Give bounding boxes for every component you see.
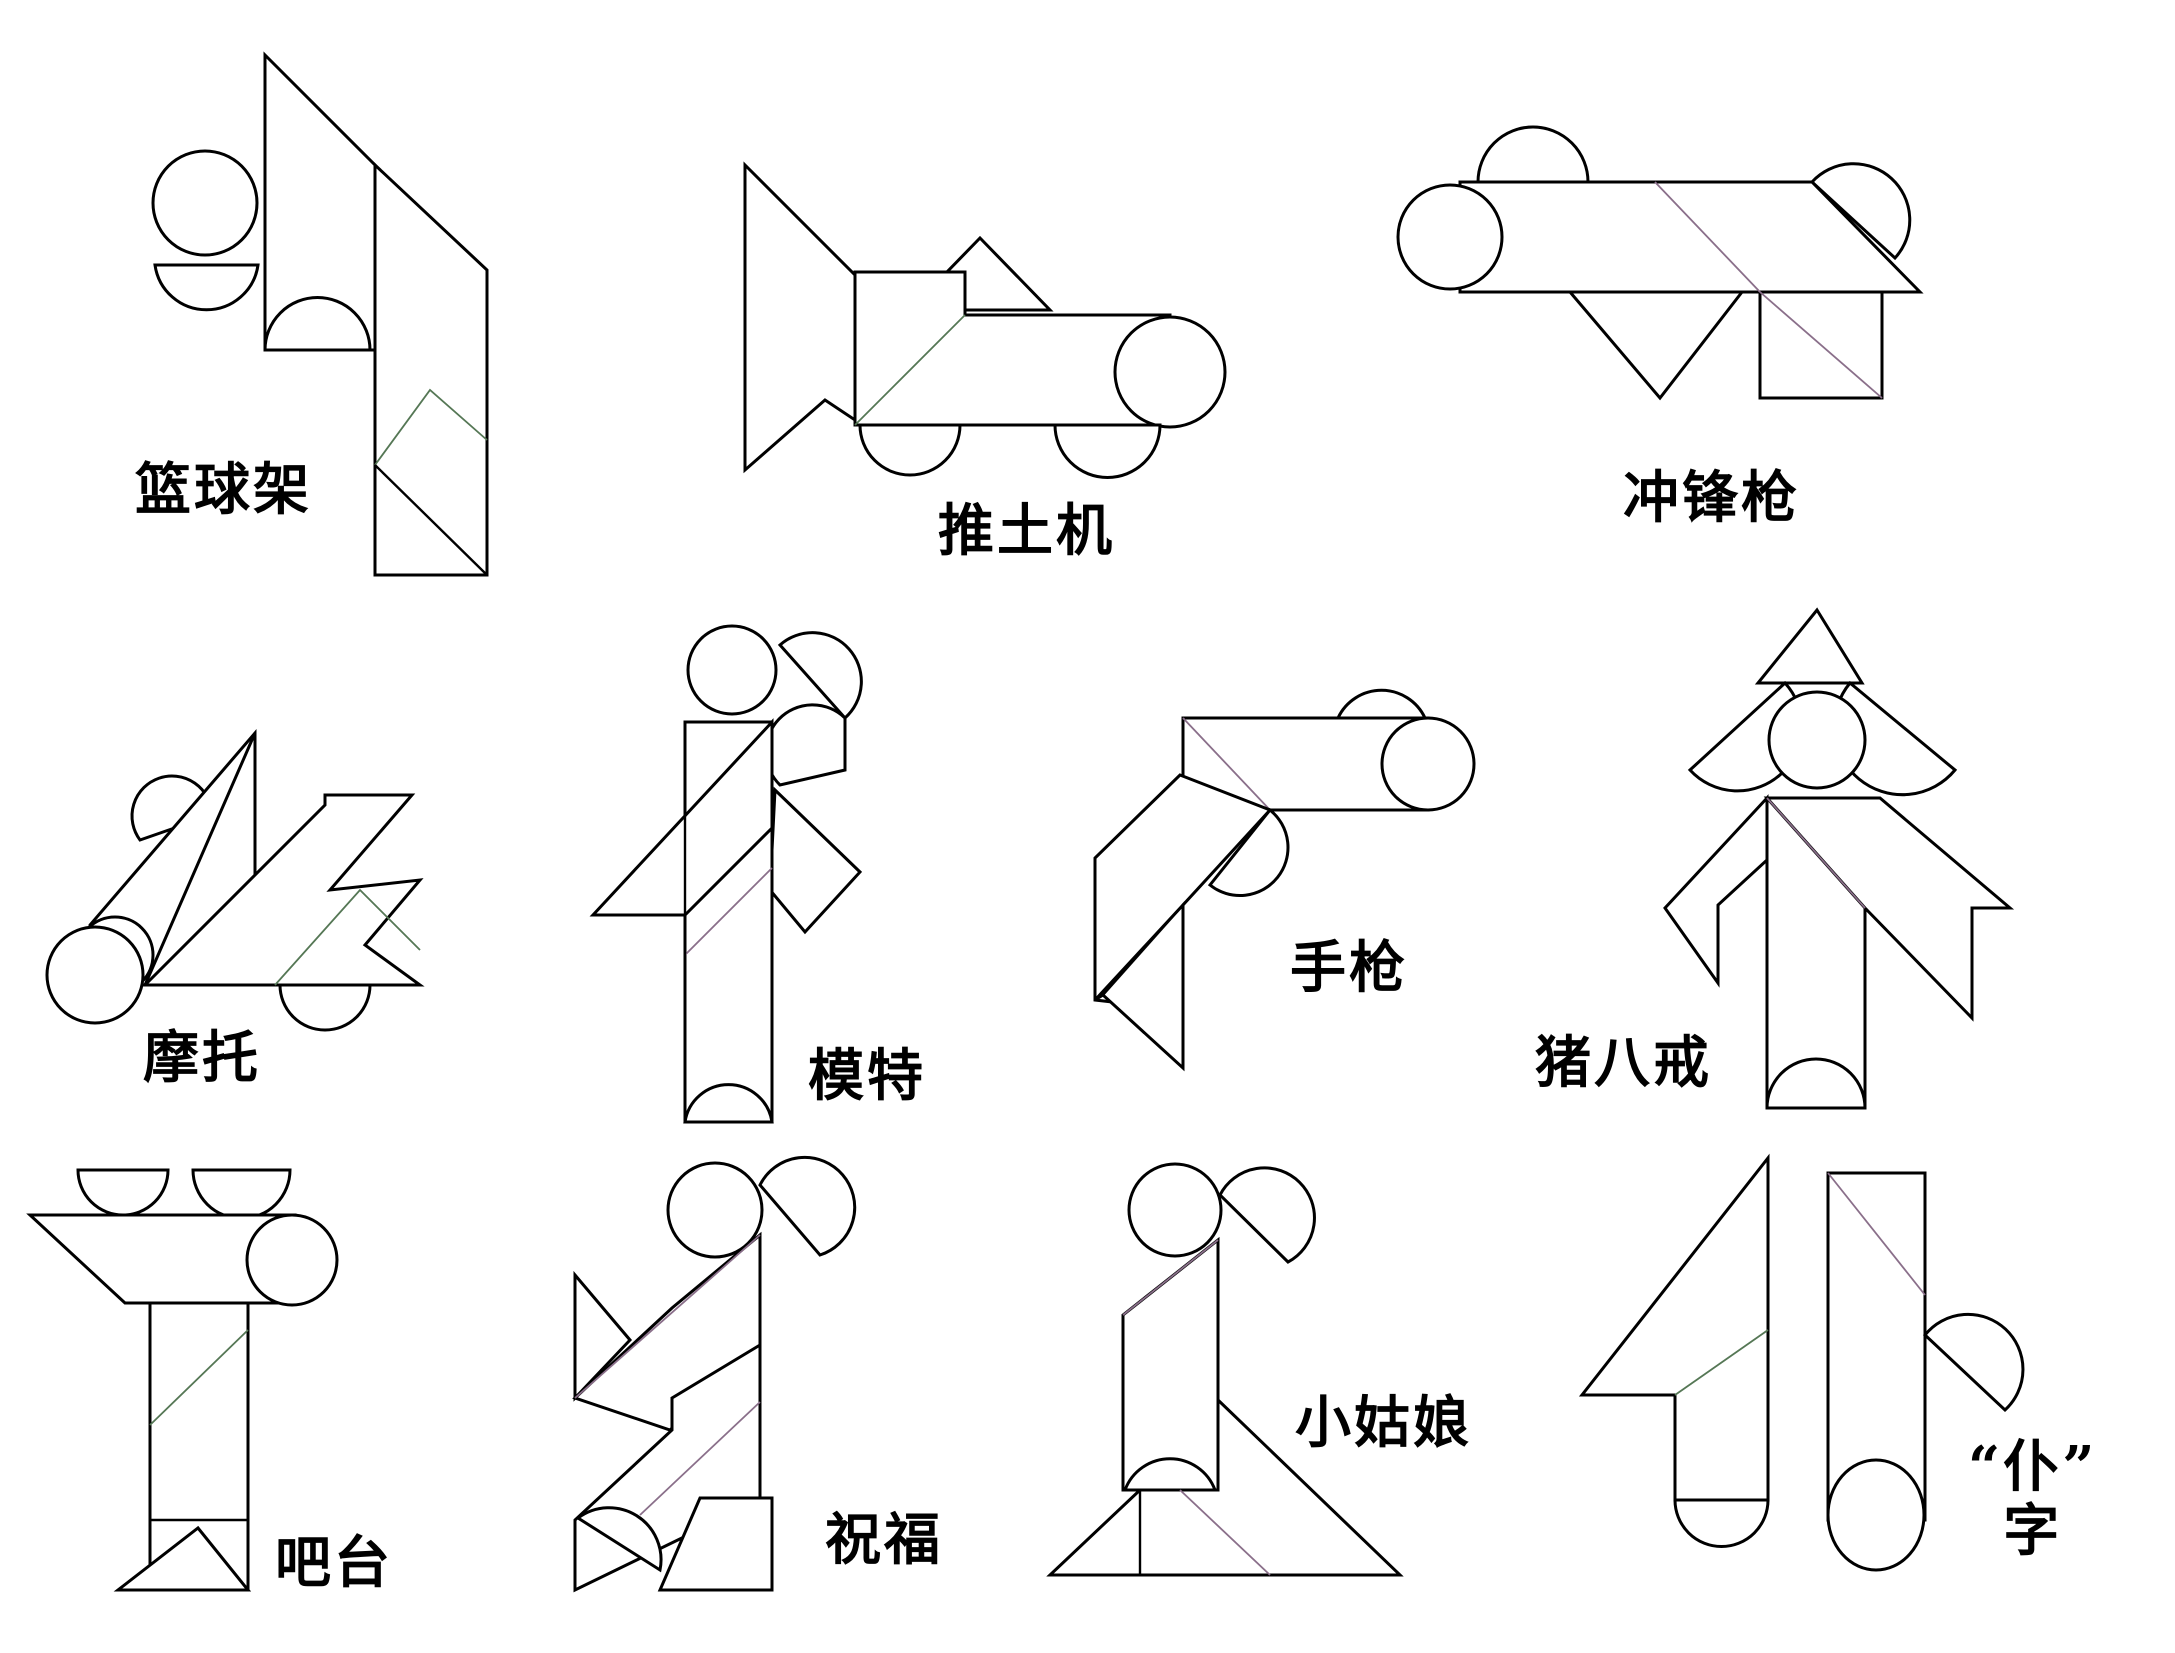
figure-little-girl: [1046, 1162, 1404, 1577]
moto-front: [141, 793, 425, 987]
pu-dot-arc: [1922, 1312, 2025, 1413]
figure-zhu-bajie: [1663, 607, 2015, 1110]
pu-right-circle: [1826, 1458, 1926, 1572]
figure-motorcycle: [45, 728, 425, 1032]
figure-bulldozer: [743, 161, 1227, 479]
blessing-head: [666, 1161, 764, 1259]
model-hair-upper: [777, 631, 863, 721]
moto-rear-wheel: [45, 925, 145, 1025]
bulldozer-blade: [743, 161, 857, 474]
label-little-girl: 小姑娘: [1295, 1390, 1472, 1456]
blessing-hair: [758, 1155, 857, 1257]
label-pu-character: “仆” 字: [1968, 1435, 2097, 1564]
pistol-muzzle-circle: [1380, 716, 1476, 812]
label-zhu-bajie: 猪八戒: [1535, 1030, 1712, 1096]
figure-basketball-hoop: [151, 51, 489, 577]
label-bulldozer: 推土机: [938, 498, 1115, 564]
hoop-ball-circle: [151, 149, 259, 257]
pu-left-foot: [1673, 1498, 1770, 1548]
bar-counter-circle: [245, 1213, 339, 1307]
label-blessing: 祝福: [825, 1507, 943, 1573]
girl-hair: [1218, 1166, 1316, 1264]
label-motorcycle: 摩托: [143, 1025, 261, 1091]
zbj-head: [1767, 690, 1867, 790]
label-pistol: 手枪: [1290, 935, 1408, 1001]
label-model: 模特: [808, 1043, 926, 1109]
hoop-half-circle-base: [263, 296, 372, 352]
figure-bar-counter: [26, 1168, 339, 1592]
zbj-feet-arc: [1765, 1057, 1867, 1110]
smg-top-half-circle: [1476, 125, 1590, 184]
pistol-top-arc: [1335, 688, 1428, 720]
pistol-trigger-arc: [1207, 807, 1290, 898]
model-hair-lower: [764, 703, 847, 787]
label-pu-line2: 字: [2003, 1498, 2063, 1565]
bar-stool-left: [76, 1168, 170, 1217]
smg-rear-arc: [1809, 162, 1912, 261]
girl-head: [1127, 1162, 1223, 1258]
bar-stool-right: [191, 1168, 292, 1220]
pu-left-arm: [1578, 1153, 1770, 1502]
hoop-parallelogram: [373, 161, 489, 577]
blessing-hand-triangle: [573, 1270, 633, 1402]
smg-stock: [1758, 290, 1915, 400]
zbj-arm-left: [1663, 794, 1769, 988]
girl-skirt: [1046, 1396, 1404, 1577]
label-pu-line1: “仆”: [1968, 1434, 2098, 1500]
figure-blessing: [572, 1155, 857, 1593]
figure-model: [589, 624, 863, 1124]
zbj-hat-triangle: [1754, 607, 1865, 685]
hoop-half-circle-left: [153, 263, 260, 312]
girl-chin-arc: [1122, 1457, 1218, 1492]
bulldozer-wheel-left: [858, 423, 962, 477]
blessing-arc: [575, 1506, 663, 1573]
figure-submachine-gun: [1396, 125, 1924, 401]
bulldozer-front-wheel: [1113, 315, 1227, 429]
model-feet-arc: [683, 1083, 774, 1124]
figure-pistol: [1093, 688, 1476, 1072]
model-arm-square: [768, 786, 863, 935]
label-basketball-hoop: 篮球架: [135, 457, 312, 523]
bar-base-triangle: [113, 1525, 252, 1592]
smg-muzzle-circle: [1396, 183, 1504, 291]
model-head: [686, 624, 778, 716]
label-bar-counter: 吧台: [275, 1530, 393, 1596]
bulldozer-wheel-right: [1053, 423, 1162, 479]
figure-pu-character: [1578, 1153, 2025, 1572]
label-submachine-gun: 冲锋枪: [1623, 465, 1800, 531]
blessing-box: [657, 1496, 774, 1592]
smg-grip-diamond: [1566, 290, 1746, 401]
moto-front-wheel: [278, 983, 372, 1032]
